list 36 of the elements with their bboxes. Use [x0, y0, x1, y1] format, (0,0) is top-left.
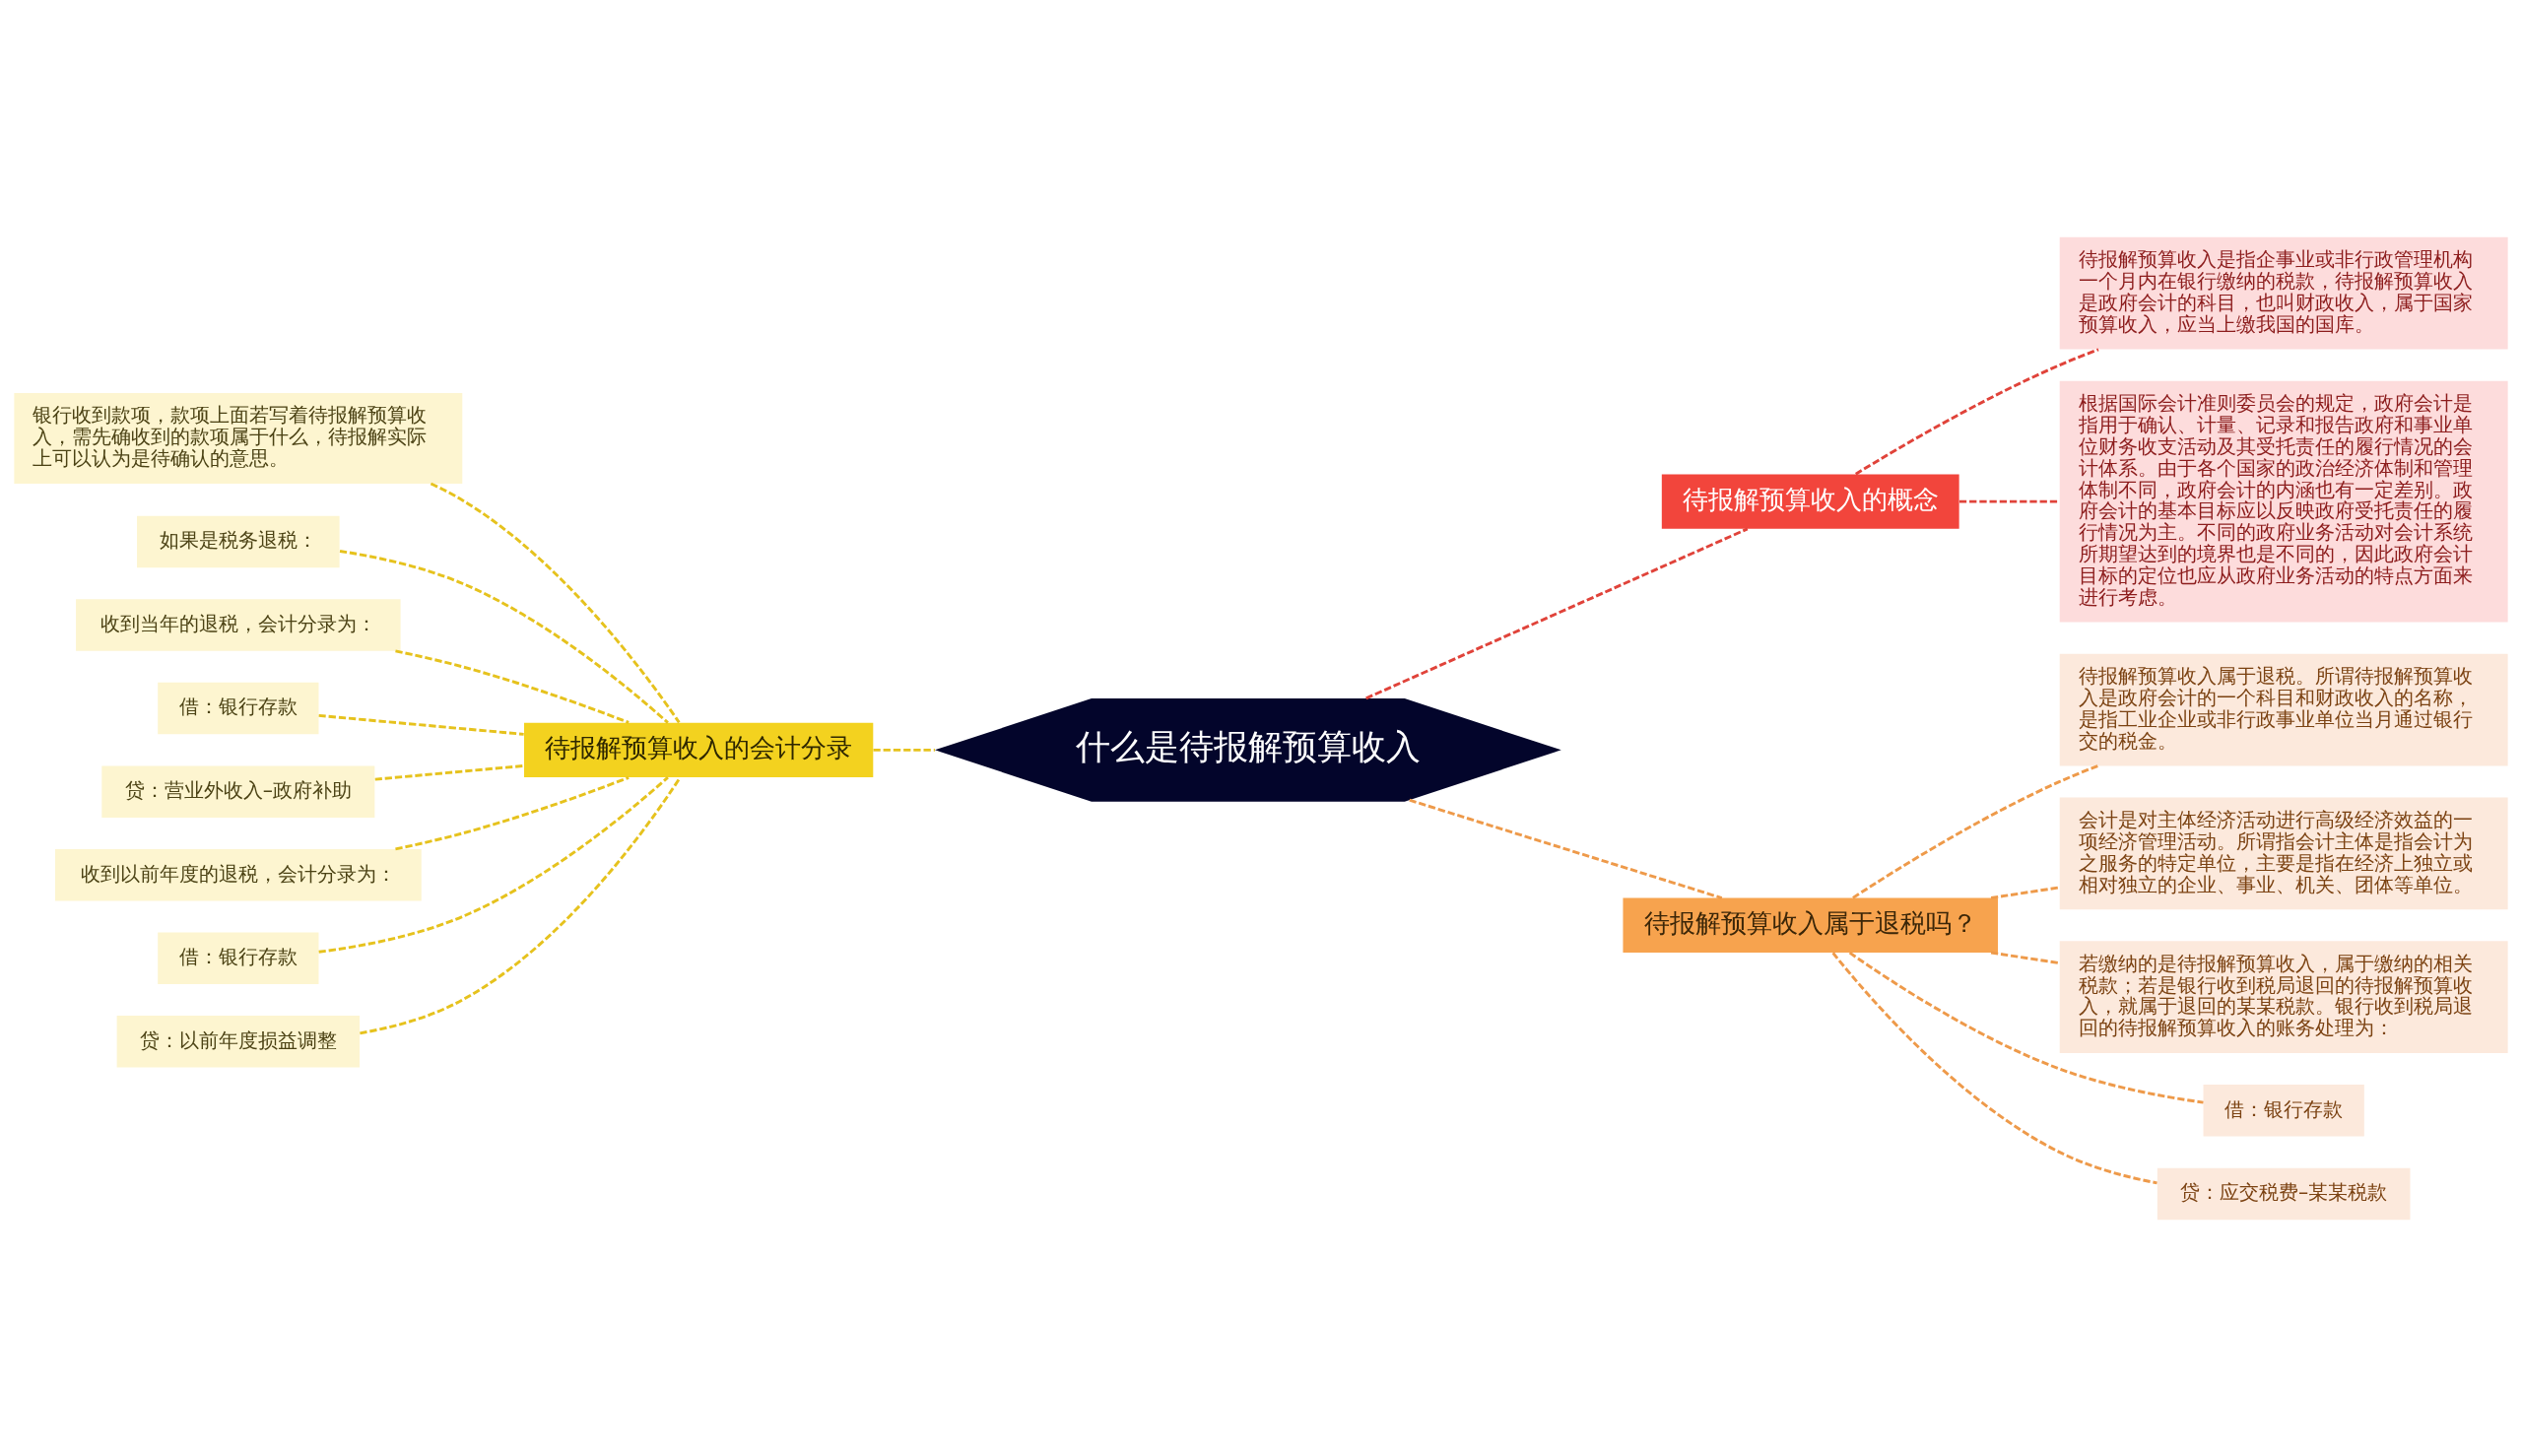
connector	[339, 549, 669, 724]
node-box: 借：银行存款	[2203, 1084, 2364, 1137]
node-box: 银行收到款项，款项上面若写着待报解预算收入，需先确收到的款项属于什么，待报解实际上可以认为是待确认的意思。	[14, 392, 463, 484]
node-box: 借：银行存款	[158, 932, 319, 984]
node-box: 收到以前年度的退税，会计分录为：	[54, 848, 422, 900]
connector	[1958, 499, 2060, 503]
node-box: 贷：应交税费–某某税款	[2157, 1167, 2411, 1220]
connector	[318, 775, 669, 954]
connector	[873, 748, 935, 752]
node-box: 借：银行存款	[158, 682, 319, 734]
connector	[1855, 347, 2099, 475]
node-box: 如果是税务退税：	[137, 515, 340, 567]
connector	[395, 648, 630, 724]
connector	[1990, 885, 2060, 899]
node-box: 贷：营业外收入–政府补助	[101, 764, 375, 818]
connector	[1409, 798, 1723, 899]
connector	[374, 763, 524, 781]
node-box: 收到当年的退税，会计分录为：	[76, 598, 401, 651]
node-box: 会计是对主体经济活动进行高级经济效益的一项经济管理活动。所谓指会计主体是指会计为之服务的特定单位，主要是指在经济上独立或相对独立的企业、事业、机关、团体等单位。	[2059, 797, 2508, 909]
connector	[395, 775, 630, 850]
node-box: 根据国际会计准则委员会的规定，政府会计是指用于确认、计量、记录和报告政府和事业单位财务收支活动及其受托责任的履行情况的会计体系。由于各个国家的政治经济体制和管理体制不同，政府会计的内涵也有一定差别。政府会计的基本目标应以反映政府受托责任的履行情况为主。不同的政府业务活动对会计系统所期望达到的境界也是不同的，因此政府会计目标的定位也应从政府业务活动的特点方面来进行考虑。	[2059, 380, 2508, 623]
node-box: 若缴纳的是待报解预算收入，属于缴纳的相关税款；若是银行收到税局退回的待报解预算收入，就属于退回的某某税款。银行收到税局退回的待报解预算收入的账务处理为：	[2059, 940, 2508, 1053]
node-box: 待报解预算收入的概念	[1661, 473, 1959, 529]
connector	[1848, 951, 2204, 1104]
connector	[318, 713, 524, 736]
connector	[1831, 951, 2157, 1184]
node-box: 待报解预算收入属于退税。所谓待报解预算收入是政府会计的一个科目和财政收入的名称，是指工业企业或非行政事业单位当月通过银行交的税金。	[2059, 653, 2508, 765]
connector	[360, 776, 682, 1034]
connector	[1365, 527, 1749, 699]
connector	[1990, 951, 2060, 964]
node-box: 待报解预算收入是指企事业或非行政管理机构一个月内在银行缴纳的税款，待报解预算收入是政府会计的科目，也叫财政收入，属于国家预算收入，应当上缴我国的国库。	[2059, 236, 2508, 350]
node-box: 待报解预算收入属于退税吗？	[1623, 897, 1998, 953]
connector	[1852, 763, 2098, 899]
connector	[430, 482, 681, 723]
node-box: 待报解预算收入的会计分录	[524, 722, 874, 777]
node-box: 贷：以前年度损益调整	[116, 1015, 361, 1068]
